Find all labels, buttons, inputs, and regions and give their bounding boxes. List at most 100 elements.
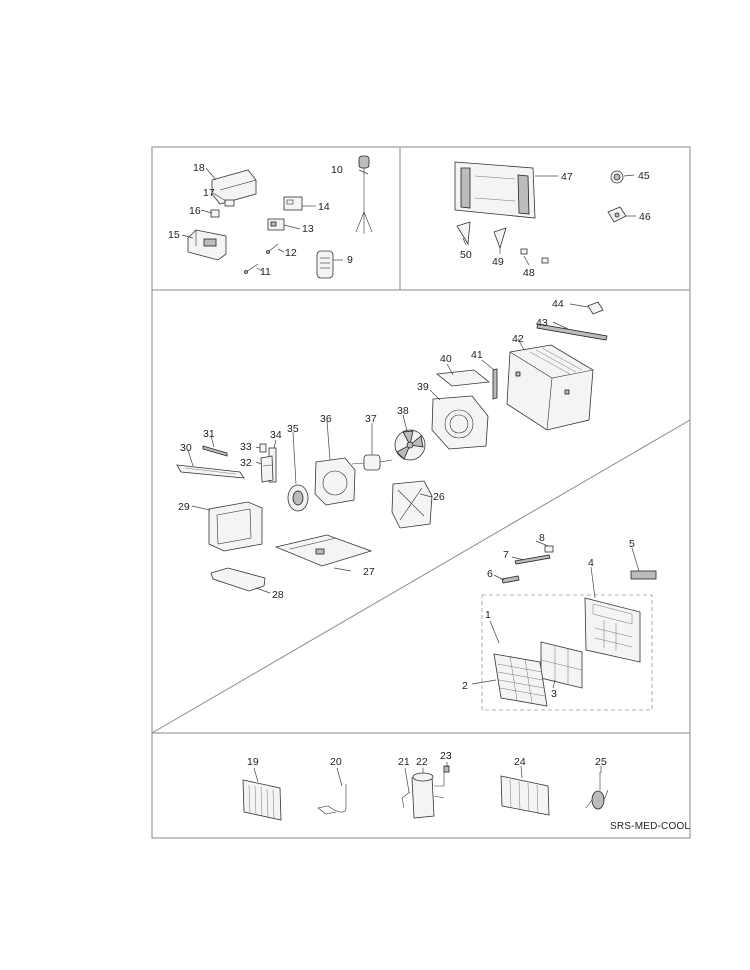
part-9-remote-control [316, 250, 334, 279]
part-20-capillary-tube [317, 784, 347, 815]
part-label-42: 42 [512, 333, 524, 345]
part-label-8: 8 [539, 532, 545, 544]
part-label-5: 5 [629, 538, 635, 550]
leader-lines-middle [187, 303, 589, 594]
part-label-1: 1 [485, 609, 491, 621]
part-39-shroud [431, 395, 489, 450]
part-label-13: 13 [302, 223, 314, 235]
part-label-6: 6 [487, 568, 493, 580]
part-label-50: 50 [460, 249, 472, 261]
part-number-labels: 18 17 16 15 14 13 12 11 10 9 47 45 46 50… [168, 162, 690, 832]
part-42-cabinet [506, 344, 594, 431]
part-label-30: 30 [180, 442, 192, 454]
part-label-24: 24 [514, 756, 526, 768]
part-27-base-pan [274, 534, 373, 567]
part-label-2: 2 [462, 680, 468, 692]
part-17-bracket [224, 199, 235, 207]
part-18-control-cover [211, 169, 257, 205]
part-3-filter [540, 641, 583, 689]
part-label-34: 34 [270, 429, 282, 441]
part-35-blower-wheel [287, 484, 309, 512]
part-7-louver-rod [514, 554, 551, 565]
part-label-22: 22 [416, 756, 428, 768]
leader-lines-top-left [181, 167, 369, 272]
part-label-23: 23 [440, 750, 452, 762]
part-label-28: 28 [272, 589, 284, 601]
part-5-nameplate [630, 570, 657, 580]
part-label-39: 39 [417, 381, 429, 393]
part-24-evaporator [500, 775, 550, 816]
diagram-frame [151, 146, 691, 839]
part-10-power-cord [355, 155, 373, 234]
part-label-44: 44 [552, 298, 564, 310]
part-21-22-23-compressor [401, 765, 450, 819]
part-label-27: 27 [363, 566, 375, 578]
part-37-motor [351, 454, 393, 471]
part-48-screw-kit [520, 248, 549, 264]
part-15-control-box [187, 229, 227, 261]
diagonal-divider [151, 419, 691, 734]
leader-lines-top-right [462, 174, 636, 266]
part-30-drain-pan [176, 464, 245, 479]
part-label-48: 48 [523, 267, 535, 279]
part-label-43: 43 [536, 317, 548, 329]
part-label-45: 45 [638, 170, 650, 182]
part-label-17: 17 [203, 187, 215, 199]
part-40-top-panel [435, 369, 491, 387]
part-label-31: 31 [203, 428, 215, 440]
part-label-29: 29 [178, 501, 190, 513]
part-47-side-curtain [454, 161, 536, 219]
part-8-cap [544, 545, 554, 553]
part-38-fan-blade [394, 429, 426, 461]
part-label-14: 14 [318, 201, 330, 213]
part-11-sensor-wire [244, 263, 259, 274]
part-label-33: 33 [240, 441, 252, 453]
part-label-32: 32 [240, 457, 252, 469]
part-label-26: 26 [433, 491, 445, 503]
part-49-support [493, 227, 507, 250]
part-41-seal [492, 368, 498, 400]
part-label-19: 19 [247, 756, 259, 768]
part-2-front-grille [493, 653, 548, 707]
part-16-knob [210, 209, 220, 218]
leader-lines-bottom [253, 762, 602, 793]
part-label-21: 21 [398, 756, 410, 768]
part-45-screw [610, 170, 624, 184]
part-12-sensor [266, 243, 279, 254]
part-label-20: 20 [330, 756, 342, 768]
part-label-15: 15 [168, 229, 180, 241]
part-label-10: 10 [331, 164, 343, 176]
part-32-bearing-holder [260, 455, 274, 483]
part-26-front-fan-mount [391, 480, 433, 529]
part-6-link [501, 575, 520, 584]
part-label-41: 41 [471, 349, 483, 361]
part-label-12: 12 [285, 247, 297, 259]
part-25-accumulator [585, 772, 609, 810]
part-label-9: 9 [347, 254, 353, 266]
part-label-36: 36 [320, 413, 332, 425]
part-label-35: 35 [287, 423, 299, 435]
part-13-display-board [267, 218, 285, 231]
part-43-rail [536, 323, 608, 341]
part-46-bracket [607, 206, 627, 223]
diagram-code: SRS-MED-COOL [610, 821, 690, 832]
part-label-49: 49 [492, 256, 504, 268]
part-label-3: 3 [551, 688, 557, 700]
part-label-16: 16 [189, 205, 201, 217]
part-44-handle [587, 301, 604, 315]
part-4-front-panel [584, 597, 641, 663]
part-label-25: 25 [595, 756, 607, 768]
part-label-40: 40 [440, 353, 452, 365]
part-33-clip [259, 443, 267, 453]
part-29-evaporator-housing [208, 501, 263, 552]
part-label-11: 11 [260, 266, 271, 278]
part-50-support [456, 221, 471, 246]
part-label-4: 4 [588, 557, 594, 569]
leader-lines-lower-right [471, 540, 640, 689]
part-label-38: 38 [397, 405, 409, 417]
part-label-46: 46 [639, 211, 651, 223]
part-label-37: 37 [365, 413, 377, 425]
part-label-7: 7 [503, 549, 509, 561]
part-31-wire [202, 445, 228, 457]
